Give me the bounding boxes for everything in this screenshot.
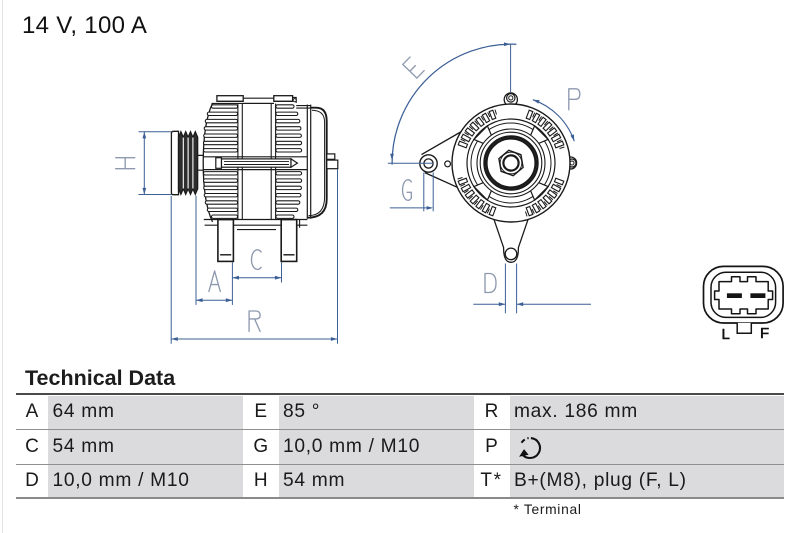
svg-text:F: F — [760, 325, 769, 342]
svg-text:L: L — [722, 326, 730, 343]
